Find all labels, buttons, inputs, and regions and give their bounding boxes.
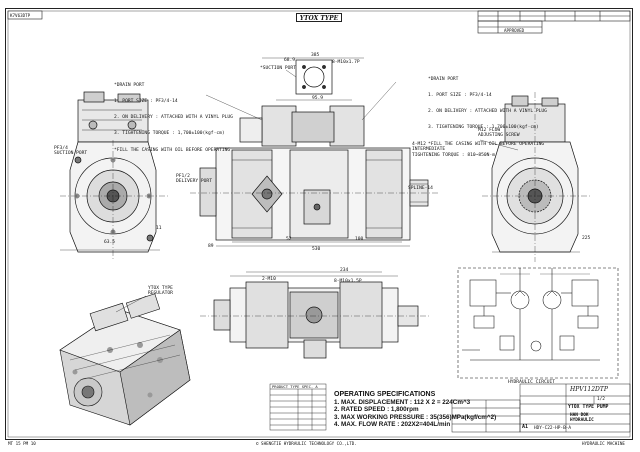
spec-item: 3. MAX WORKING PRESSURE : 35(356)MPa(kgf…: [334, 413, 497, 421]
hydraulic-circuit-label: HYDRAULIC CIRCUIT: [508, 380, 556, 385]
drawing-number: HDY-C22-HP-B-A: [534, 426, 572, 431]
sheet-size: A1: [522, 424, 529, 430]
spec-item: 1. MAX. DISPLACEMENT : 112 X 2 = 224Cm^3: [334, 398, 471, 406]
suction-port-left-label: PF3/4 SUCTION PORT: [54, 146, 88, 157]
mounting-screws-label: 4-M12 INTERMEDIATE TIGHTENING TORQUE : 8…: [412, 142, 495, 158]
title-block: [451, 383, 631, 433]
scale: 1/2: [597, 397, 605, 402]
screw-bottom-label-2: 8-M10x1.5P: [334, 279, 362, 284]
revision-box-label: APPROVED: [504, 28, 525, 33]
type-title: YTOX TYPE: [296, 13, 342, 22]
left-end-view: [60, 91, 170, 260]
right-drain-port-note: *DRAIN PORT 1. PORT SIZE : PF3/4-14 2. O…: [428, 76, 547, 147]
drawing-frame: [5, 8, 633, 440]
drawing-name: YTOX TYPE PUMP: [568, 405, 609, 410]
screw-top-label: 8-M10x1.7P: [332, 60, 360, 65]
dim-89: 89: [208, 244, 214, 249]
operating-specifications: OPERATING SPECIFICATIONS 1. MAX. DISPLAC…: [334, 391, 496, 429]
suction-port-top-label: *SUCTION PORT: [260, 66, 296, 71]
company-name: HAN DOK HYDRAULIC: [570, 413, 594, 423]
dim-68-9: 68.9: [284, 58, 296, 63]
dim-52: 52: [286, 237, 292, 242]
center-top-view: [190, 57, 440, 247]
bottom-view: [200, 271, 430, 359]
footer-center-note: © SHENGTIE HYDRAULIC TECHNOLOGY CO.,LTD.: [256, 441, 357, 446]
hydraulic-circuit: [457, 267, 619, 379]
model-number: HPV112DTP: [570, 386, 608, 393]
screw-bottom-label-1: 2-M10: [262, 277, 276, 282]
right-end-view: [479, 92, 590, 262]
delivery-port-label: PF1/2 DELIVERY PORT: [176, 174, 212, 185]
spec-table: [269, 383, 327, 431]
dim-95-9: 95.9: [312, 96, 324, 101]
dim-385: 385: [311, 53, 320, 58]
spline-label: SPLINE-14: [408, 186, 433, 191]
footer-right-code: HYDRAULIC MACHINE: [582, 441, 625, 446]
flow-adjusting-screw-label: M12 FLOW ADJUSTING SCREW: [478, 128, 520, 139]
spec-table-title: PRODUCT TYPE SPEC. A: [272, 384, 318, 389]
top-left-code: K7V63DTP: [10, 13, 31, 18]
dim-530: 530: [312, 247, 321, 252]
left-drain-port-note: *DRAIN PORT 1. PORT SIZE : PF3/4-14 2. O…: [114, 82, 233, 153]
footer-left-code: MT 15 PM 10: [8, 441, 36, 446]
spec-item: 4. MAX. FLOW RATE : 202X2=404L/min: [334, 421, 451, 429]
ytox-regulator-label: YTOX TYPE REGULATOR: [148, 286, 173, 297]
dim-63-5: 63.5: [104, 240, 116, 245]
dim-100: 100: [355, 237, 364, 242]
dim-11: 11: [156, 226, 162, 231]
operating-specs-heading: OPERATING SPECIFICATIONS: [334, 391, 436, 398]
dim-225: 225: [582, 236, 591, 241]
dim-234: 234: [340, 268, 349, 273]
spec-item: 2. RATED SPEED : 1,800rpm: [334, 406, 419, 414]
isometric-pump-view: [59, 293, 191, 426]
